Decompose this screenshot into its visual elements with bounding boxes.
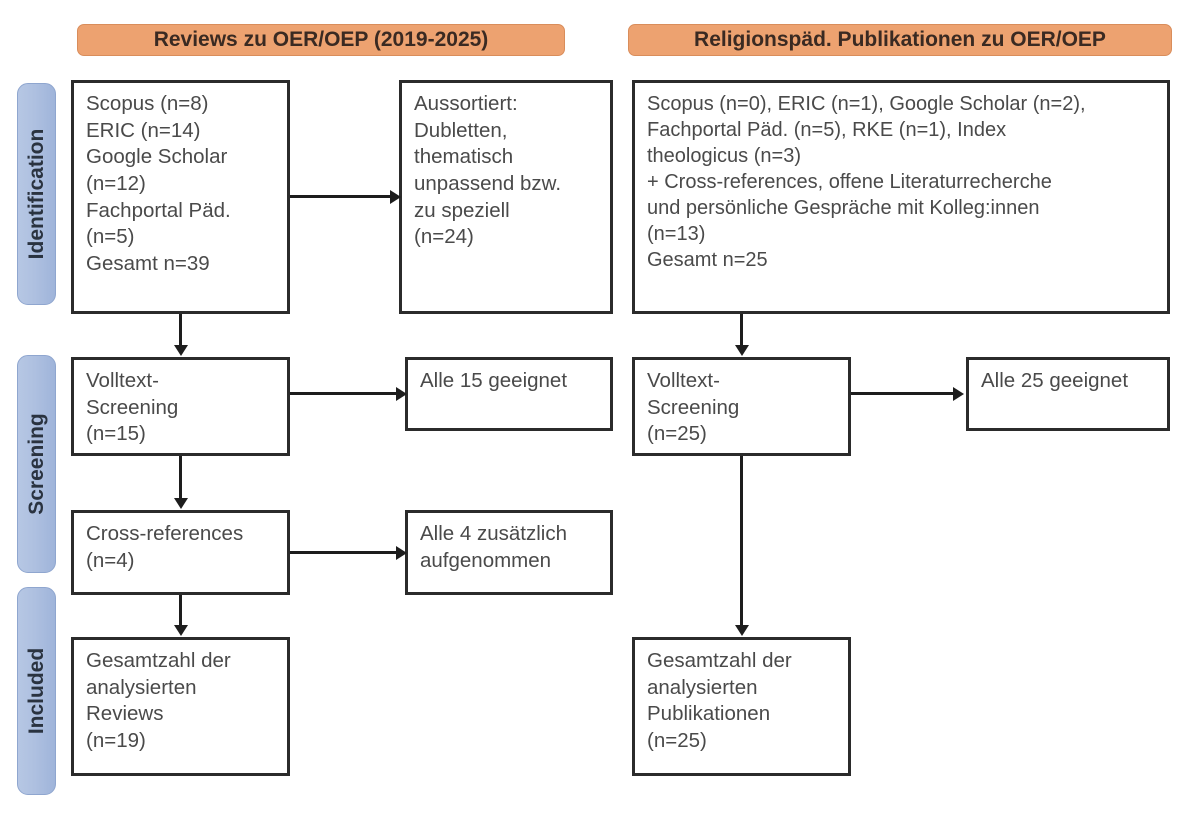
column-header-right-text: Religionspäd. Publikationen zu OER/OEP <box>694 28 1106 51</box>
stage-pill-identification: Identification <box>17 83 56 305</box>
box-left-crossrefs-outcome-text: Alle 4 zusätzlich aufgenommen <box>420 522 567 572</box>
box-left-crossrefs-text: Cross-references (n=4) <box>86 522 244 572</box>
arrowhead-right-identification-to-screening <box>735 345 749 356</box>
box-left-excluded-text: Aussortiert: Dubletten, thematisch unpas… <box>414 92 562 249</box>
arrowhead-left-crossrefs-to-outcome <box>396 546 407 560</box>
box-right-screening-outcome-text: Alle 25 geeignet <box>981 369 1129 392</box>
box-right-screening: Volltext- Screening (n=25) <box>632 357 851 456</box>
connector-left-screening-to-crossrefs <box>179 456 182 500</box>
connector-left-screening-to-outcome <box>290 392 398 395</box>
box-left-identification: Scopus (n=8) ERIC (n=14) Google Scholar … <box>71 80 290 314</box>
box-left-screening: Volltext- Screening (n=15) <box>71 357 290 456</box>
stage-pill-included: Included <box>17 587 56 795</box>
box-left-screening-text: Volltext- Screening (n=15) <box>86 369 179 446</box>
box-left-included-text: Gesamtzahl der analysierten Reviews (n=1… <box>86 649 231 752</box>
box-right-included-text: Gesamtzahl der analysierten Publikatione… <box>647 649 792 752</box>
connector-left-identification-to-excluded <box>290 195 392 198</box>
arrowhead-left-identification-to-screening <box>174 345 188 356</box>
connector-right-identification-to-screening <box>740 314 743 347</box>
connector-right-screening-to-included <box>740 456 743 627</box>
connector-left-crossrefs-to-included <box>179 595 182 627</box>
column-header-left-text: Reviews zu OER/OEP (2019-2025) <box>153 28 489 51</box>
stage-label-identification: Identification <box>24 128 48 260</box>
box-left-screening-outcome: Alle 15 geeignet <box>405 357 613 431</box>
box-left-excluded: Aussortiert: Dubletten, thematisch unpas… <box>399 80 613 314</box>
box-right-included: Gesamtzahl der analysierten Publikatione… <box>632 637 851 776</box>
box-right-identification: Scopus (n=0), ERIC (n=1), Google Scholar… <box>632 80 1170 314</box>
arrowhead-left-screening-to-outcome <box>396 387 407 401</box>
arrowhead-left-crossrefs-to-included <box>174 625 188 636</box>
box-right-screening-outcome: Alle 25 geeignet <box>966 357 1170 431</box>
box-left-identification-text: Scopus (n=8) ERIC (n=14) Google Scholar … <box>86 92 231 275</box>
column-header-left: Reviews zu OER/OEP (2019-2025) <box>77 24 565 56</box>
box-left-included: Gesamtzahl der analysierten Reviews (n=1… <box>71 637 290 776</box>
box-left-crossrefs: Cross-references (n=4) <box>71 510 290 595</box>
arrowhead-left-screening-to-crossrefs <box>174 498 188 509</box>
arrowhead-right-screening-to-included <box>735 625 749 636</box>
box-right-screening-text: Volltext- Screening (n=25) <box>647 369 740 446</box>
box-left-crossrefs-outcome: Alle 4 zusätzlich aufgenommen <box>405 510 613 595</box>
box-left-screening-outcome-text: Alle 15 geeignet <box>420 369 568 392</box>
stage-label-screening: Screening <box>24 413 48 515</box>
connector-right-screening-to-outcome <box>851 392 955 395</box>
arrowhead-left-identification-to-excluded <box>390 190 401 204</box>
column-header-right: Religionspäd. Publikationen zu OER/OEP <box>628 24 1172 56</box>
stage-label-included: Included <box>24 647 48 735</box>
arrowhead-right-screening-to-outcome <box>953 387 964 401</box>
connector-left-crossrefs-to-outcome <box>290 551 398 554</box>
box-right-identification-text: Scopus (n=0), ERIC (n=1), Google Scholar… <box>647 93 1086 271</box>
stage-pill-screening: Screening <box>17 355 56 573</box>
connector-left-identification-to-screening <box>179 314 182 347</box>
